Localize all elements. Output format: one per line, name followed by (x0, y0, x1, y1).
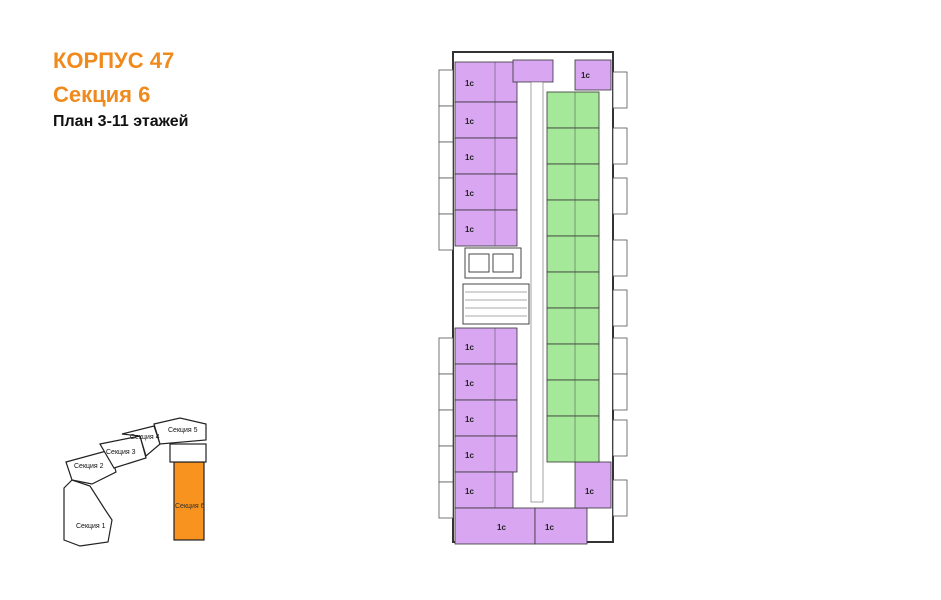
apartment-green (546, 415, 600, 463)
key-label-section-4: Секция 4 (130, 434, 160, 441)
floor-plan: 1с 1с 1с 1с 1с 1с 1с 1с 1с 1с 1с 1с 1с 1… (438, 51, 628, 545)
apartment-purple (454, 327, 518, 365)
svg-text:1с: 1с (465, 451, 474, 460)
key-label-section-1: Секция 1 (76, 523, 106, 530)
key-label-section-2: Секция 2 (74, 463, 104, 470)
svg-text:1с: 1с (465, 487, 474, 496)
apartment-green (546, 271, 600, 309)
svg-text:1с: 1с (465, 225, 474, 234)
apartment-green (546, 379, 600, 417)
key-section-6 (173, 461, 205, 541)
elevator-shaft (492, 253, 514, 273)
apartment-purple (574, 59, 612, 91)
apartment-purple (454, 399, 518, 437)
svg-text:1с: 1с (581, 71, 590, 80)
staircase (462, 283, 530, 325)
apartment-green (546, 307, 600, 345)
key-label-section-5: Секция 5 (168, 427, 198, 434)
apartment-purple (454, 173, 518, 211)
apartment-purple (454, 61, 518, 103)
apartment-purple (454, 507, 536, 545)
apartment-green (546, 199, 600, 237)
apartment-purple (454, 101, 518, 139)
svg-text:1с: 1с (465, 343, 474, 352)
apartment-purple (454, 435, 518, 473)
section-title: Секция 6 (53, 82, 151, 107)
apartment-green (546, 343, 600, 381)
key-section-4 (121, 425, 161, 458)
key-label-section-6: Секция 6 (175, 503, 205, 510)
key-section-3 (99, 435, 147, 469)
svg-text:1с: 1с (465, 79, 474, 88)
svg-text:1с: 1с (465, 153, 474, 162)
svg-text:1с: 1с (545, 523, 554, 532)
apartment-purple (454, 137, 518, 175)
section-key-map: Секция 1 Секция 2 Секция 3 Секция 4 Секц… (63, 417, 207, 547)
apartment-purple (534, 507, 588, 545)
svg-text:1с: 1с (465, 189, 474, 198)
floors-subtitle: План 3-11 этажей (53, 113, 189, 130)
building-title: КОРПУС 47 (53, 48, 175, 73)
apartment-green (546, 163, 600, 201)
svg-text:1с: 1с (465, 415, 474, 424)
svg-text:1с: 1с (465, 379, 474, 388)
apartment-purple (454, 471, 514, 509)
apartment-purple (454, 209, 518, 247)
key-section-1 (63, 479, 113, 547)
key-section-5 (153, 417, 207, 445)
elevator-shaft (468, 253, 490, 273)
key-section-2 (65, 449, 117, 485)
apartment-purple (512, 59, 554, 83)
svg-text:1с: 1с (585, 487, 594, 496)
key-label-section-3: Секция 3 (106, 449, 136, 456)
apartment-green (546, 235, 600, 273)
apartment-purple (574, 461, 612, 509)
apartment-purple (454, 363, 518, 401)
svg-text:1с: 1с (465, 117, 474, 126)
svg-text:1с: 1с (497, 523, 506, 532)
apartment-green (546, 91, 600, 129)
apartment-green (546, 127, 600, 165)
